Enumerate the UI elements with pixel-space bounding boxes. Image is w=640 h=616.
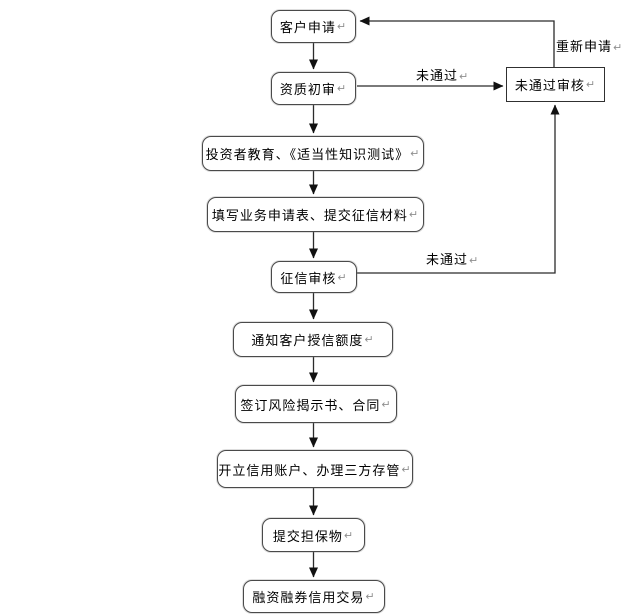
return-mark-icon: ↵ <box>336 20 348 33</box>
node-open-credit-account: 开立信用账户、办理三方存管↵ <box>217 450 413 488</box>
return-mark-icon: ↵ <box>364 333 375 346</box>
node-label: 客户申请 <box>279 21 336 36</box>
edge-label-not-passed-middle: 未通过↵ <box>426 253 480 268</box>
node-failed-review: 未通过审核↵ <box>506 67 605 102</box>
return-mark-icon: ↵ <box>585 78 597 91</box>
return-mark-icon: ↵ <box>401 462 412 476</box>
node-label: 提交担保物 <box>272 529 343 545</box>
return-mark-icon: ↵ <box>613 41 624 54</box>
return-mark-icon: ↵ <box>336 82 348 95</box>
node-label: 开立信用账户、办理三方存管 <box>218 463 401 479</box>
return-mark-icon: ↵ <box>459 70 470 83</box>
node-submit-collateral: 提交担保物↵ <box>262 518 365 552</box>
node-credit-review: 征信审核↵ <box>271 261 357 293</box>
node-investor-education: 投资者教育、《适当性知识测试》↵ <box>202 136 424 171</box>
return-mark-icon: ↵ <box>381 397 392 411</box>
return-mark-icon: ↵ <box>337 270 348 284</box>
node-label: 未通过审核 <box>514 79 585 94</box>
node-notify-credit-limit: 通知客户授信额度↵ <box>233 322 393 357</box>
return-mark-icon: ↵ <box>410 147 421 160</box>
node-label: 填写业务申请表、提交征信材料 <box>211 209 408 224</box>
return-mark-icon: ↵ <box>408 208 420 221</box>
node-label: 征信审核 <box>280 271 337 287</box>
node-fill-application: 填写业务申请表、提交征信材料↵ <box>207 197 424 232</box>
node-customer-application: 客户申请↵ <box>271 10 356 43</box>
node-label: 融资融券信用交易 <box>252 591 365 606</box>
node-label: 签订风险揭示书、合同 <box>240 398 381 414</box>
node-qualification-review: 资质初审↵ <box>271 72 356 105</box>
node-margin-trading: 融资融券信用交易↵ <box>243 580 385 613</box>
return-mark-icon: ↵ <box>469 254 480 267</box>
edge-label-reapply: 重新申请↵ <box>556 40 624 55</box>
node-label: 投资者教育、《适当性知识测试》 <box>205 148 410 163</box>
edge-label-not-passed-top: 未通过↵ <box>416 69 470 84</box>
return-mark-icon: ↵ <box>343 528 355 542</box>
node-sign-risk-disclosure: 签订风险揭示书、合同↵ <box>235 385 397 423</box>
node-label: 通知客户授信额度 <box>251 334 364 349</box>
node-label: 资质初审 <box>279 83 336 98</box>
return-mark-icon: ↵ <box>365 590 376 603</box>
